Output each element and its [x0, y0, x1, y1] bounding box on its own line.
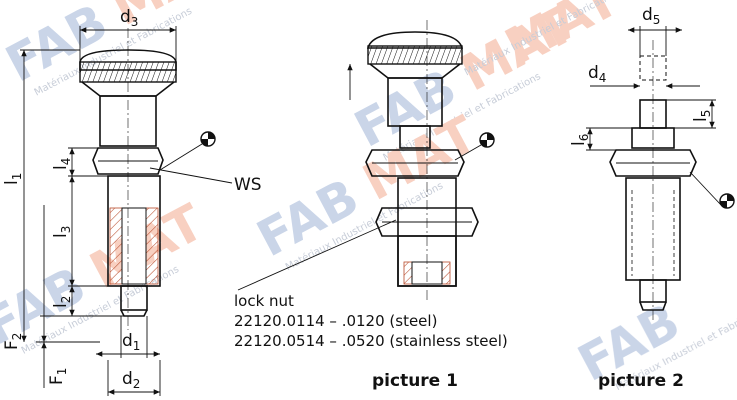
lock-nut: [375, 207, 479, 237]
picture-2: d5 d4 l5 l6 picture 2: [569, 5, 735, 391]
dim-F1: F1: [47, 368, 69, 385]
dim-d3: d3: [120, 7, 138, 29]
dim-d1: d1: [122, 331, 140, 353]
knurled-grip: [367, 45, 463, 65]
left-view: d3 l1 l4 l3 l2 F2 F1 d1 d2 WS: [2, 7, 262, 396]
lock-nut-steel: 22120.0114 – .0120 (steel): [234, 312, 437, 330]
picture-2-caption: picture 2: [598, 371, 684, 391]
lock-nut-stainless: 22120.0514 – .0520 (stainless steel): [234, 332, 508, 350]
dim-l1: l1: [2, 173, 24, 185]
plunger-pin: [120, 285, 148, 311]
hex-nut: [609, 149, 697, 177]
dim-d4: d4: [588, 63, 606, 85]
dim-l2: l2: [51, 296, 73, 308]
dim-l6: l6: [569, 134, 591, 146]
hex-nut: [365, 149, 465, 177]
picture-1-caption: picture 1: [372, 371, 458, 391]
ws-label: WS: [234, 175, 262, 195]
lock-nut-label: lock nut: [234, 292, 294, 310]
dim-l3: l3: [51, 226, 73, 238]
dim-d5: d5: [642, 5, 660, 27]
dim-l4: l4: [51, 158, 73, 170]
dim-l5: l5: [691, 110, 713, 122]
picture-1: lock nut 22120.0114 – .0120 (steel) 2212…: [234, 20, 508, 391]
dim-F2: F2: [2, 333, 24, 350]
dim-d2: d2: [122, 369, 140, 391]
hex-nut: [92, 147, 164, 175]
